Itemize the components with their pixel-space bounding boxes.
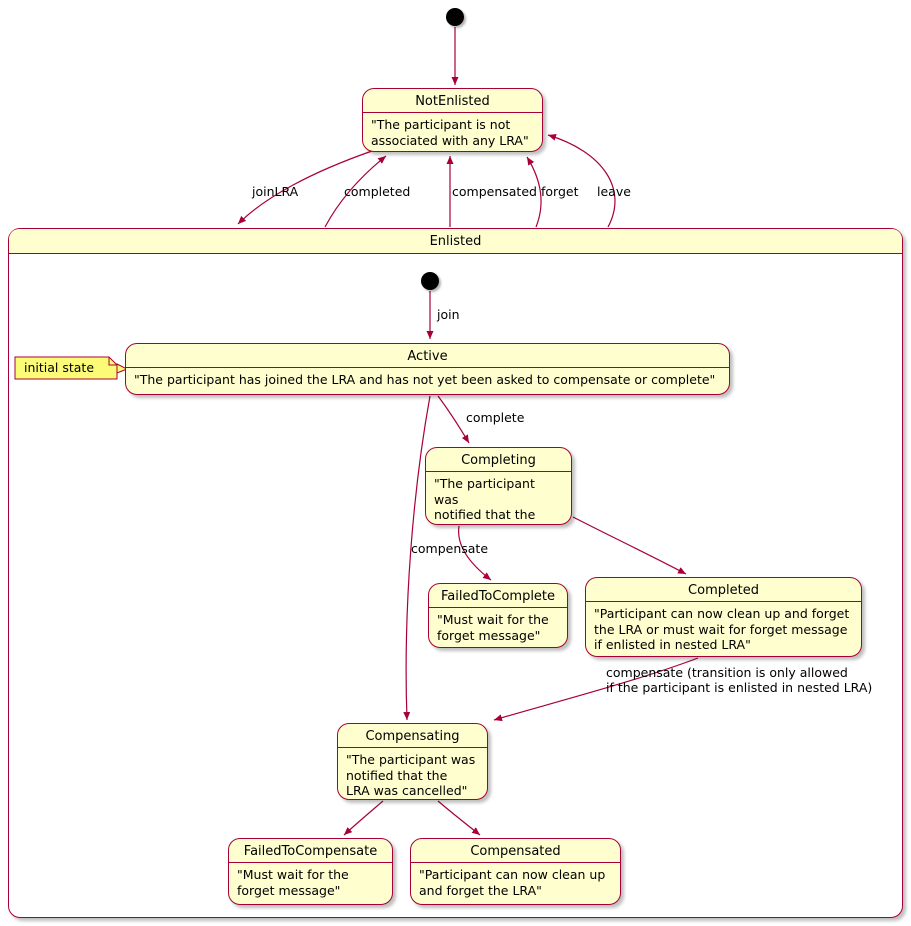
- state-body: "Must wait for the forget message": [437, 612, 549, 643]
- state-body: "Participant can now clean up and forget…: [594, 606, 850, 652]
- edge-label-forget: forget: [541, 184, 579, 199]
- state-title: Completed: [586, 578, 861, 602]
- state-title: FailedToCompensate: [229, 839, 392, 863]
- state-failedtocomplete: FailedToComplete "Must wait for the forg…: [428, 583, 568, 648]
- state-body: "Must wait for the forget message": [237, 867, 349, 898]
- state-title: Compensated: [411, 839, 620, 863]
- edge-label-compensated: compensated: [452, 184, 537, 199]
- state-enlisted: Enlisted: [8, 228, 903, 918]
- edge-leave: [547, 133, 616, 228]
- state-title: Compensating: [338, 724, 487, 748]
- state-completing: Completing "The participant was notified…: [425, 447, 572, 525]
- state-completed: Completed "Participant can now clean up …: [585, 577, 862, 657]
- composite-state-title: Enlisted: [9, 229, 902, 254]
- edge-label-leave: leave: [597, 184, 631, 199]
- state-body: "Participant can now clean up and forget…: [419, 867, 606, 898]
- edge-label-joinlra: joinLRA: [252, 184, 299, 199]
- state-failedtocompensate: FailedToCompensate "Must wait for the fo…: [228, 838, 393, 905]
- initial-state-dot: [446, 8, 464, 26]
- edge-label-completed: completed: [344, 184, 411, 199]
- state-notenlisted: NotEnlisted "The participant is not asso…: [362, 88, 543, 152]
- state-body: "The participant was notified that the L…: [346, 752, 476, 798]
- state-body: "The participant was notified that the L…: [434, 476, 536, 524]
- edge-label-join: join: [437, 307, 460, 322]
- edge-label-complete: complete: [466, 410, 525, 425]
- state-body: "The participant is not associated with …: [371, 117, 529, 148]
- state-title: NotEnlisted: [363, 89, 542, 113]
- state-title: Active: [126, 344, 729, 368]
- state-compensated: Compensated "Participant can now clean u…: [410, 838, 621, 905]
- enlisted-initial-state-dot: [421, 272, 439, 290]
- edge-label-compensate-nested: compensate (transition is only allowed i…: [606, 665, 873, 695]
- state-title: Completing: [426, 448, 571, 472]
- note-initial-state: initial state: [24, 360, 95, 375]
- edge-label-compensate: compensate: [411, 541, 489, 556]
- state-active: Active "The participant has joined the L…: [125, 343, 730, 395]
- state-body: "The participant has joined the LRA and …: [134, 372, 716, 387]
- state-title: FailedToComplete: [429, 584, 567, 608]
- state-compensating: Compensating "The participant was notifi…: [337, 723, 488, 800]
